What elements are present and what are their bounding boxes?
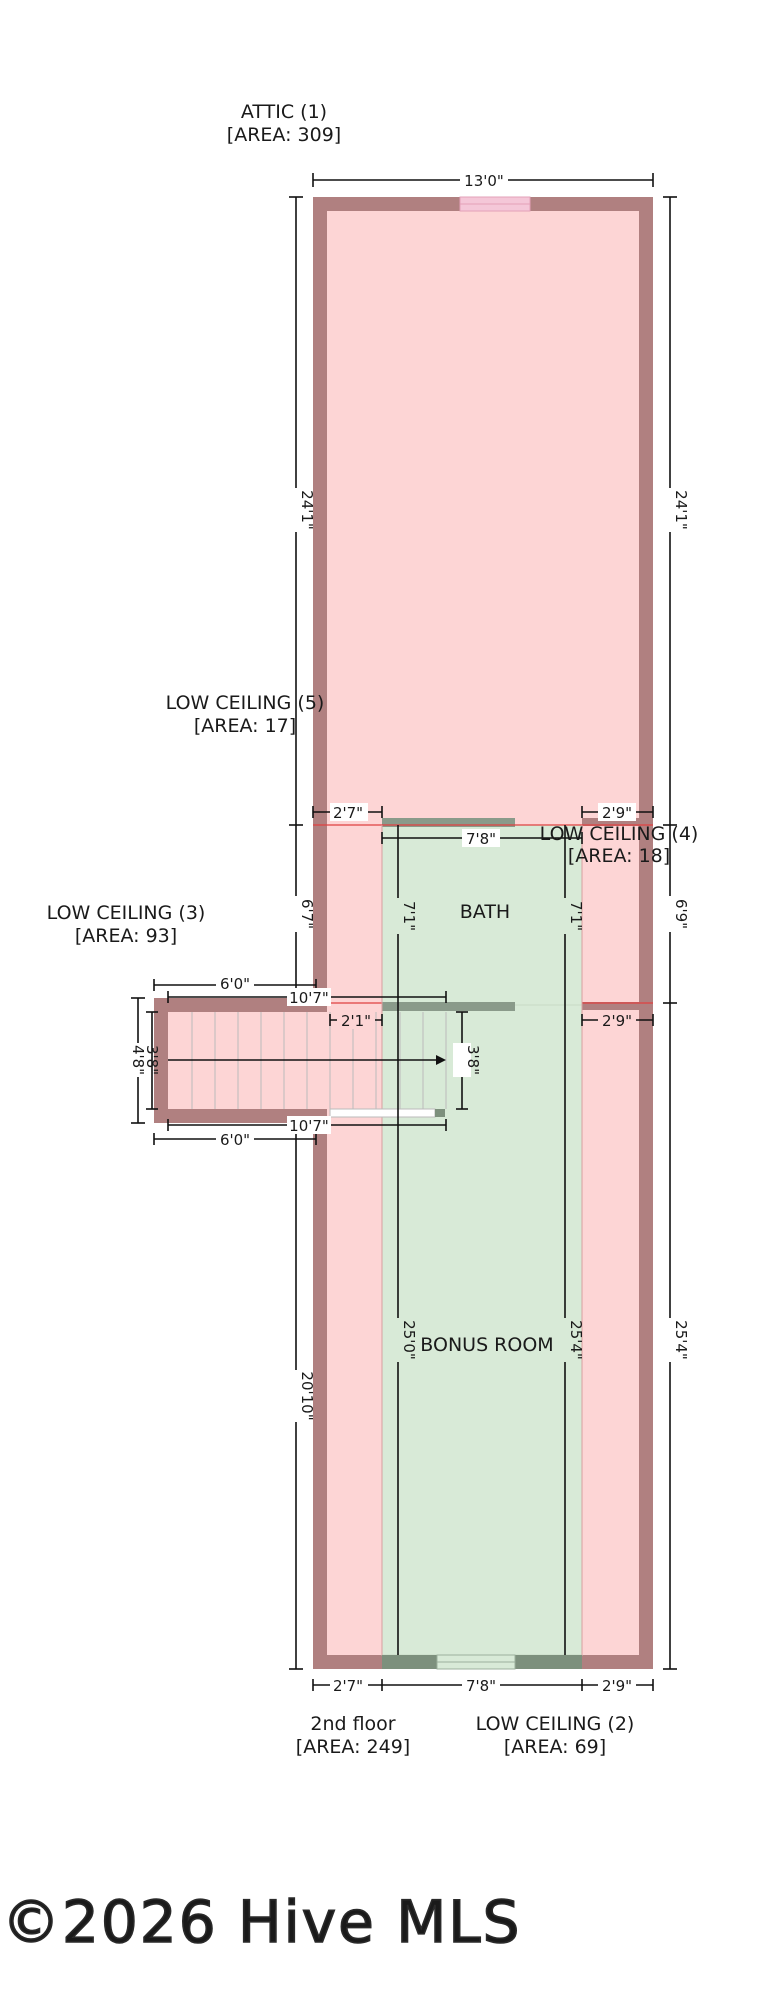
dim-right-mid: 6'9" bbox=[672, 899, 690, 929]
dim-stair-depth-right: 3'8" bbox=[464, 1045, 482, 1075]
attic-area bbox=[327, 211, 639, 825]
staircase bbox=[191, 1012, 447, 1118]
dim-stair-depth-left: 4'8" bbox=[129, 1045, 147, 1075]
dim-bath-width: 7'8" bbox=[466, 830, 496, 848]
low-ceiling-5-area: [AREA: 17] bbox=[194, 715, 296, 737]
rooms bbox=[381, 824, 583, 1656]
bath-label: BATH bbox=[460, 901, 510, 923]
dim-bath-right: 7'1" bbox=[567, 901, 585, 931]
attic-area-label: [AREA: 309] bbox=[227, 124, 341, 146]
dim-top-right-gap: 2'9" bbox=[602, 804, 632, 822]
dimension-labels: 13'0" 24'1" 24'1" 2'7" 2'9" 7'8" 7'1" 7'… bbox=[129, 170, 690, 1695]
low-ceiling-4-label: LOW CEILING (4) bbox=[540, 823, 699, 845]
dim-left-lower: 20'10" bbox=[298, 1371, 316, 1420]
dim-bottom-right: 2'9" bbox=[602, 1677, 632, 1695]
watermark: ©2026 Hive MLS bbox=[2, 1888, 521, 1956]
dim-bonus-left: 25'0" bbox=[400, 1320, 418, 1360]
dim-attic-left: 24'1" bbox=[298, 490, 316, 530]
dim-bottom-left: 2'7" bbox=[333, 1677, 363, 1695]
room-labels: ATTIC (1) [AREA: 309] LOW CEILING (5) [A… bbox=[47, 101, 699, 1758]
dim-stair-run-bottom: 10'7" bbox=[289, 1117, 329, 1135]
low-ceiling-left-area bbox=[327, 825, 382, 1655]
dim-stair-gap: 2'1" bbox=[341, 1012, 371, 1030]
dim-stair-bottom: 6'0" bbox=[220, 1131, 250, 1149]
dim-stair-top: 6'0" bbox=[220, 975, 250, 993]
low-ceiling-2-label: LOW CEILING (2) bbox=[476, 1713, 635, 1735]
dim-stair-run-top: 10'7" bbox=[289, 989, 329, 1007]
low-ceiling-4-area: [AREA: 18] bbox=[568, 845, 670, 867]
stair-arrow bbox=[168, 1055, 446, 1065]
low-ceiling-3-area: [AREA: 93] bbox=[75, 925, 177, 947]
dim-bath-left: 7'1" bbox=[400, 901, 418, 931]
attic-label: ATTIC (1) bbox=[241, 101, 327, 123]
second-floor-area: [AREA: 249] bbox=[296, 1736, 410, 1758]
dim-attic-right: 24'1" bbox=[672, 490, 690, 530]
bonus-room-label: BONUS ROOM bbox=[420, 1334, 553, 1356]
second-floor-label: 2nd floor bbox=[310, 1713, 395, 1735]
dim-bonus-right: 25'4" bbox=[567, 1320, 585, 1360]
low-ceiling-3-label: LOW CEILING (3) bbox=[47, 902, 206, 924]
dim-top-left-gap: 2'7" bbox=[333, 804, 363, 822]
dim-right-lower: 25'4" bbox=[672, 1320, 690, 1360]
low-ceiling-5-label: LOW CEILING (5) bbox=[166, 692, 325, 714]
dim-left-mid: 6'7" bbox=[298, 899, 316, 929]
windows bbox=[436, 196, 531, 1670]
low-ceiling-right-area bbox=[582, 825, 639, 1655]
dim-right-low-gap: 2'9" bbox=[602, 1012, 632, 1030]
dim-stair-depth-inner: 3'8" bbox=[143, 1045, 161, 1075]
dim-bottom-mid: 7'8" bbox=[466, 1677, 496, 1695]
low-ceiling-2-area: [AREA: 69] bbox=[504, 1736, 606, 1758]
dim-attic-width: 13'0" bbox=[464, 172, 504, 190]
